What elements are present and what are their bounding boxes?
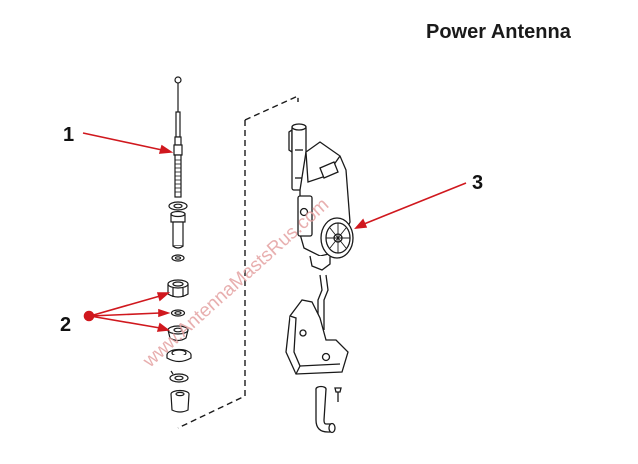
spacer-tube — [170, 210, 186, 249]
rubber-gasket — [166, 348, 192, 363]
drain-tube — [315, 385, 342, 434]
lower-sleeve — [170, 389, 190, 413]
callout-leaders — [82, 132, 467, 332]
lower-washer — [169, 370, 189, 383]
antenna-motor — [288, 123, 354, 271]
mounting-bracket — [285, 274, 349, 375]
mount-nut — [167, 279, 189, 298]
antenna-mast — [173, 76, 183, 198]
mount-washer — [170, 309, 186, 317]
diagram-title: Power Antenna — [426, 21, 571, 43]
dashed-outline — [177, 94, 299, 429]
callout-2: 2 — [60, 314, 71, 336]
callout-1: 1 — [63, 124, 74, 146]
callout-3: 3 — [472, 172, 483, 194]
upper-washer — [168, 201, 188, 211]
small-washer — [171, 254, 185, 262]
